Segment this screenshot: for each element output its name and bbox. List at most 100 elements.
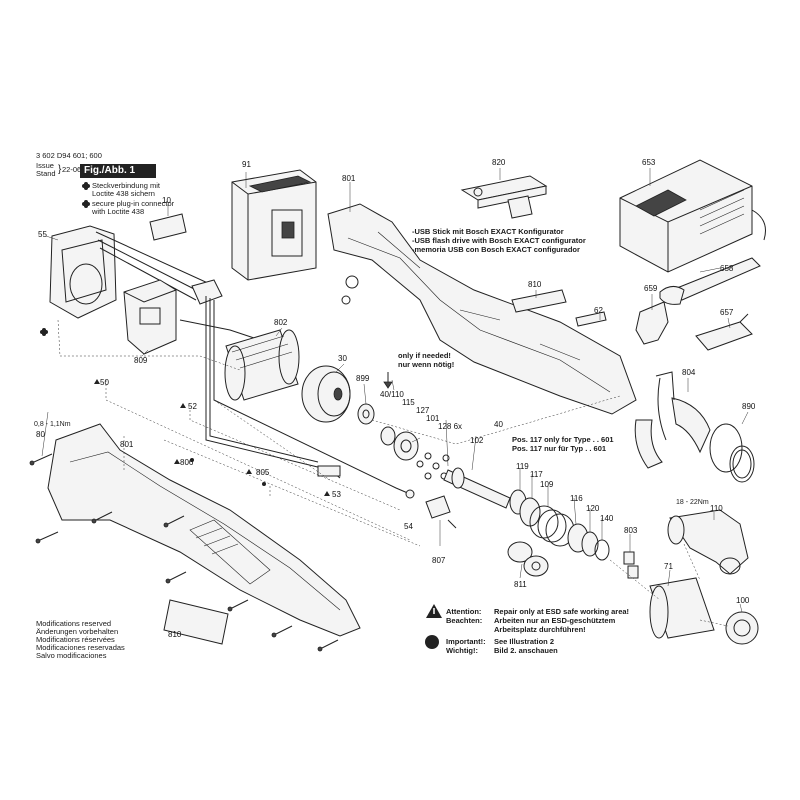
- only-if-needed-de: nur wenn nötig!: [398, 360, 455, 369]
- motor-wires: [179, 319, 261, 341]
- battery-pack-drawing: [231, 169, 317, 281]
- issue-date: 22-06-28: [62, 165, 93, 174]
- electronics-module-drawing: [49, 225, 211, 319]
- part-number-811: 811: [514, 580, 527, 589]
- belt-clip-drawing: [635, 301, 669, 345]
- part-number-71: 71: [664, 562, 673, 571]
- shell-804-drawing: [634, 371, 711, 469]
- wire-harness-3: [213, 300, 411, 495]
- marker-dots: [190, 458, 266, 486]
- parts-803-drawing: [623, 551, 639, 579]
- modifications-es: Modificaciones reservadas: [36, 643, 125, 652]
- part-number-55: 55: [38, 230, 47, 239]
- nuts-811-drawing: [507, 541, 549, 577]
- header-brace: }: [58, 164, 62, 175]
- part-number-109: 109: [540, 480, 554, 489]
- pos117-note-de: Pos. 117 nur für Typ . . 601: [512, 444, 607, 453]
- important-icon: [425, 635, 439, 649]
- loctite-note-de-2: Loctite 438 sichern: [92, 189, 155, 198]
- part-number-890: 890: [742, 402, 756, 411]
- part-number-803: 803: [624, 526, 638, 535]
- part-number-117: 117: [530, 470, 543, 479]
- part-number-140: 140: [600, 514, 614, 523]
- part-number-30: 30: [338, 354, 347, 363]
- gear-30-drawing: [301, 365, 351, 423]
- part-number-100: 100: [736, 596, 750, 605]
- usb-note-it: -memoria USB con Bosch EXACT configurado…: [412, 245, 580, 254]
- modifications-de: Änderungen vorbehalten: [36, 627, 119, 636]
- usb-note-en: -USB flash drive with Bosch EXACT config…: [412, 236, 586, 245]
- part-number-658: 658: [720, 264, 734, 273]
- connector-53-drawing: [317, 465, 341, 477]
- switch-module-drawing: [123, 279, 177, 355]
- part-number-10: 10: [162, 196, 171, 205]
- part-number-802: 802: [274, 318, 288, 327]
- loctite-symbol-icon: [40, 182, 90, 336]
- part-number-806: 806: [180, 458, 194, 467]
- loctite-note-en-2: with Loctite 438: [92, 207, 145, 216]
- part-number-810-top: 810: [528, 280, 542, 289]
- wichtig-label: Wichtig!:: [446, 646, 479, 655]
- bearing-101-drawing: [393, 431, 419, 461]
- figure-label: Fig./Abb. 1: [80, 164, 156, 178]
- part-number-804: 804: [682, 368, 696, 377]
- stand-label: Stand: [36, 169, 56, 178]
- bracket-screw-807: [447, 519, 457, 529]
- issue-label: Issue: [36, 161, 54, 170]
- attention-text: Repair only at ESD safe working area!: [494, 607, 630, 616]
- screws-lower-drawing: [29, 453, 339, 652]
- loctite-note-de: Steckverbindung mit: [92, 181, 160, 190]
- part-number-62: 62: [594, 306, 603, 315]
- charger-drawing: [619, 159, 766, 273]
- part-number-80: 80: [36, 430, 45, 439]
- part-number-805: 805: [256, 468, 270, 477]
- spindle-collar-drawing: [451, 467, 465, 489]
- hex-key-drawing: [695, 313, 753, 351]
- part-number-101: 101: [426, 414, 440, 423]
- beachten-text: Arbeiten nur an ESD-geschütztem: [494, 616, 616, 625]
- part-number-119: 119: [516, 462, 529, 471]
- part-number-102: 102: [470, 436, 484, 445]
- part-number-807: 807: [432, 556, 446, 565]
- part-number-801-top: 801: [342, 174, 356, 183]
- assembly-lines: [57, 319, 729, 627]
- arrowhead-only-if-needed: [383, 381, 393, 389]
- important-label: Important!:: [446, 637, 486, 646]
- part-number-810-lower: 810: [168, 630, 182, 639]
- document-number: 3 602 D94 601; 600: [36, 151, 102, 160]
- motor-drawing: [224, 329, 300, 401]
- modifications-fr: Modifications réservées: [36, 635, 115, 644]
- housing-half-top-drawing: [327, 203, 637, 415]
- wrench-drawing: [659, 257, 761, 305]
- attention-label: Attention:: [446, 607, 482, 616]
- cylinder-71-drawing: [649, 577, 715, 639]
- part-number-116: 116: [570, 494, 583, 503]
- usb-note-de: -USB Stick mit Bosch EXACT Konfigurator: [412, 227, 564, 236]
- part-number-820: 820: [492, 158, 506, 167]
- modifications-it: Salvo modificaciones: [36, 651, 107, 660]
- triangle-markers: [94, 379, 330, 496]
- part-number-899: 899: [356, 374, 370, 383]
- washer-899-drawing: [357, 403, 375, 425]
- part-number-40: 40: [494, 420, 503, 429]
- part-number-40-110: 40/110: [380, 390, 404, 399]
- part-number-127: 127: [416, 406, 430, 415]
- label-strip-lower-drawing: [163, 599, 229, 645]
- usb-stick-drawing: [460, 175, 548, 219]
- part-number-91: 91: [242, 160, 251, 169]
- rings-890-drawing: [709, 423, 755, 483]
- part-number-657: 657: [720, 308, 734, 317]
- loctite-note-en: secure plug-in connector: [92, 199, 175, 208]
- part-number-53: 53: [332, 490, 341, 499]
- torque-spec-right: 18 - 22Nm: [676, 499, 709, 506]
- wire-harness-2: [209, 298, 319, 463]
- cover-10-drawing: [149, 213, 187, 241]
- leader-lines: [41, 168, 749, 613]
- cap-100-drawing: [725, 611, 759, 645]
- torque-spec-left: 0,8 - 1,1Nm: [34, 421, 71, 428]
- part-number-50: 50: [100, 378, 109, 387]
- important-text: See Illustration 2: [494, 637, 555, 646]
- balls-128-drawing: [416, 452, 450, 480]
